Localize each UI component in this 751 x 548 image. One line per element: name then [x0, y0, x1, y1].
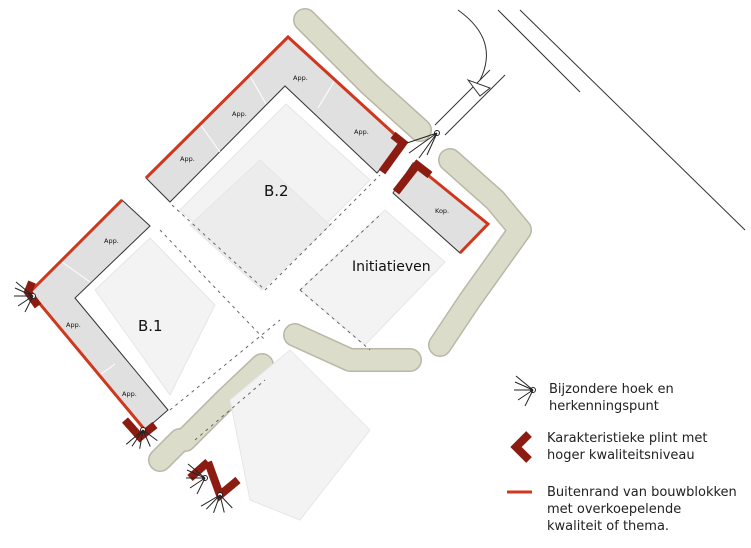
unit-label: App. [232, 110, 247, 118]
legend-text-line: Buitenrand van bouwblokken [547, 485, 737, 500]
tree-rows [148, 8, 532, 472]
unit-label: App. [354, 128, 369, 136]
roads [434, 9, 746, 231]
legend-text-line: herkenningspunt [549, 399, 659, 414]
unit-label: App. [180, 155, 195, 163]
block-label-initiatieven: Initiatieven [352, 259, 431, 275]
legend-item-outline: Buitenrand van bouwblokken met overkoepe… [547, 484, 737, 535]
block-b2 [144, 34, 405, 203]
viewpoint-icon [406, 130, 440, 159]
legend-text-line: kwaliteit of thema. [547, 519, 670, 534]
courtyards [94, 103, 446, 521]
block-label-b2: B.2 [264, 182, 289, 200]
legend-text-line: hoger kwaliteitsniveau [547, 448, 695, 463]
legend-corner-marker-icon [510, 431, 532, 463]
legend-item-viewpoint: Bijzondere hoek en herkenningspunt [549, 381, 674, 415]
block-label-b1: B.1 [138, 317, 163, 335]
legend-text-line: Karakteristieke plint met [547, 431, 708, 446]
legend-text-line: Bijzondere hoek en [549, 382, 674, 397]
unit-label: Kop. [435, 207, 449, 215]
unit-label: App. [122, 390, 137, 398]
legend-text-line: met overkoepelende [547, 502, 682, 517]
viewpoint-icons [13, 130, 440, 519]
unit-label: App. [66, 321, 81, 329]
unit-label: App. [104, 237, 119, 245]
dashed-lines [159, 174, 381, 441]
legend-viewpoint-icon [513, 375, 536, 407]
unit-label: App. [293, 74, 308, 82]
legend-item-corner-marker: Karakteristieke plint met hoger kwalitei… [547, 430, 708, 464]
